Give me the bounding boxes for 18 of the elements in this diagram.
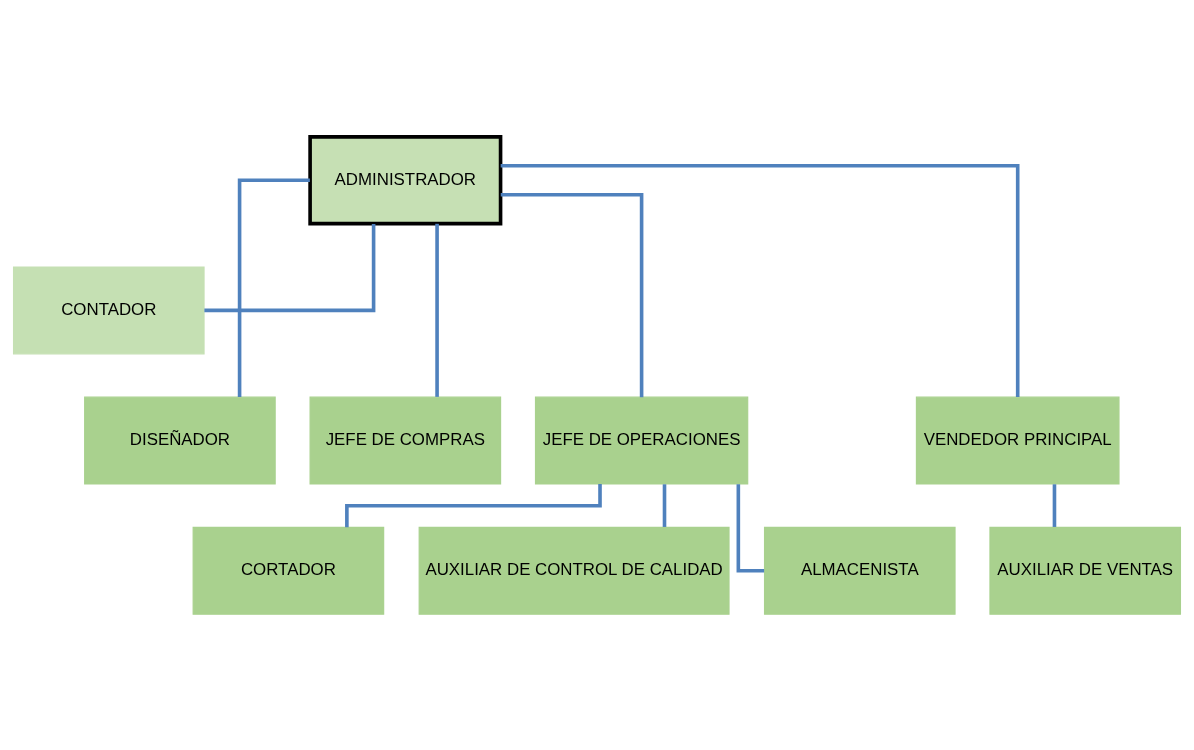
- node-box: VENDEDOR PRINCIPAL: [915, 396, 1120, 485]
- connector: [435, 223, 439, 397]
- node-box: DISEÑADOR: [84, 396, 276, 485]
- node-box: CORTADOR: [192, 526, 385, 615]
- node-box: JEFE DE COMPRAS: [309, 396, 502, 485]
- node-box: CONTADOR: [12, 265, 205, 354]
- connector: [204, 223, 376, 312]
- node-box: AUXILIAR DE VENTAS: [989, 526, 1182, 615]
- node-box: JEFE DE OPERACIONES: [534, 396, 749, 485]
- node-box: ALMACENISTA: [763, 526, 956, 615]
- connector: [736, 483, 765, 573]
- connector: [662, 483, 667, 527]
- connector: [1052, 483, 1057, 527]
- node-box: ADMINISTRADOR: [308, 134, 503, 225]
- connector: [500, 163, 1020, 397]
- node-box: AUXILIAR DE CONTROL DE CALIDAD: [418, 526, 730, 615]
- connector: [237, 177, 310, 397]
- connector: [500, 192, 644, 397]
